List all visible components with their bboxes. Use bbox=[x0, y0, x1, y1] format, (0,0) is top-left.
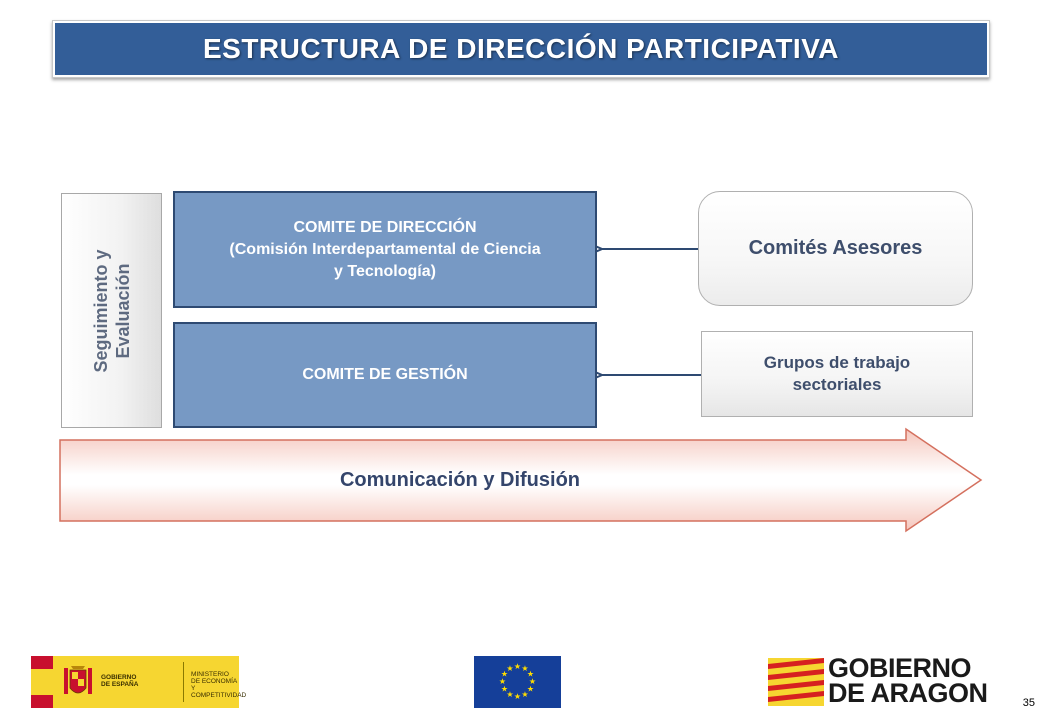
seguimiento-evaluacion-box: Seguimiento y Evaluación bbox=[61, 193, 162, 428]
grupos-trabajo-line-1: Grupos de trabajo bbox=[763, 353, 911, 372]
seguimiento-line: Seguimiento y bbox=[90, 248, 111, 373]
comite-direccion-title: COMITE DE DIRECCIÓN bbox=[293, 218, 477, 236]
comite-gestion-label: COMITE DE GESTIÓN bbox=[302, 366, 468, 383]
svg-text:★: ★ bbox=[514, 662, 521, 671]
aragon-flag-icon bbox=[768, 658, 824, 706]
ministerio-line-2: DE ECONOMÍA bbox=[191, 678, 238, 685]
gobierno-aragon-logo: GOBIERNO DE ARAGON bbox=[768, 653, 1004, 708]
comunicacion-difusion-label: Comunicación y Difusión bbox=[339, 468, 581, 491]
aragon-line-1: GOBIERNO bbox=[828, 653, 972, 683]
gobierno-espana-logo: GOBIERNO DE ESPAÑA MINISTERIO DE ECONOMÍ… bbox=[31, 656, 246, 708]
svg-text:★: ★ bbox=[521, 664, 528, 673]
ministerio-line-3: Y COMPETITIVIDAD bbox=[191, 685, 247, 699]
svg-text:★: ★ bbox=[527, 685, 534, 694]
grupos-trabajo-box: Grupos de trabajo sectoriales bbox=[701, 331, 973, 417]
gobierno-line: GOBIERNO bbox=[101, 674, 137, 681]
espana-line: DE ESPAÑA bbox=[101, 681, 139, 688]
page-number: 35 bbox=[1022, 697, 1035, 709]
comite-direccion-box: COMITE DE DIRECCIÓN (Comisión Interdepar… bbox=[173, 191, 597, 308]
comites-asesores-box: Comités Asesores bbox=[698, 191, 973, 306]
svg-text:★: ★ bbox=[501, 670, 508, 679]
svg-text:★: ★ bbox=[521, 690, 528, 699]
comites-asesores-label: Comités Asesores bbox=[748, 237, 923, 259]
ministerio-line-1: MINISTERIO bbox=[191, 671, 229, 678]
svg-text:★: ★ bbox=[506, 664, 513, 673]
gobierno-espana-text: GOBIERNO DE ESPAÑA bbox=[101, 674, 138, 688]
eu-stars-icon: ★ ★ ★ ★ ★ ★ ★ ★ ★ ★ ★ ★ bbox=[499, 662, 536, 701]
ministerio-text: MINISTERIO DE ECONOMÍA Y COMPETITIVIDAD bbox=[191, 671, 246, 699]
eu-flag-logo: ★ ★ ★ ★ ★ ★ ★ ★ ★ ★ ★ ★ bbox=[474, 656, 561, 708]
comunicacion-arrow bbox=[59, 427, 983, 533]
title-banner-fill: ESTRUCTURA DE DIRECCIÓN PARTICIPATIVA bbox=[55, 23, 987, 75]
svg-text:★: ★ bbox=[499, 677, 506, 686]
comite-direccion-subtitle-2: y Tecnología) bbox=[334, 262, 436, 280]
svg-text:★: ★ bbox=[527, 670, 534, 679]
svg-text:★: ★ bbox=[506, 690, 513, 699]
page-title: ESTRUCTURA DE DIRECCIÓN PARTICIPATIVA bbox=[202, 33, 840, 64]
spain-flag-stripe bbox=[31, 656, 53, 708]
title-banner: ESTRUCTURA DE DIRECCIÓN PARTICIPATIVA bbox=[52, 20, 990, 78]
evaluacion-line: Evaluación bbox=[112, 262, 133, 359]
seguimiento-evaluacion-label: Seguimiento y Evaluación bbox=[90, 249, 134, 372]
svg-text:★: ★ bbox=[514, 692, 521, 701]
svg-text:★: ★ bbox=[529, 677, 536, 686]
aragon-line-2: DE ARAGON bbox=[828, 678, 988, 708]
comite-gestion-box: COMITE DE GESTIÓN bbox=[173, 322, 597, 428]
svg-text:★: ★ bbox=[501, 685, 508, 694]
grupos-trabajo-line-2: sectoriales bbox=[792, 375, 882, 394]
comunicacion-difusion-label-wrap: Comunicación y Difusión bbox=[60, 430, 860, 530]
comite-direccion-subtitle-1: (Comisión Interdepartamental de Ciencia bbox=[229, 240, 541, 258]
logo-divider bbox=[183, 662, 184, 702]
spain-coat-of-arms-icon bbox=[64, 666, 92, 694]
aragon-text: GOBIERNO DE ARAGON bbox=[828, 653, 988, 708]
